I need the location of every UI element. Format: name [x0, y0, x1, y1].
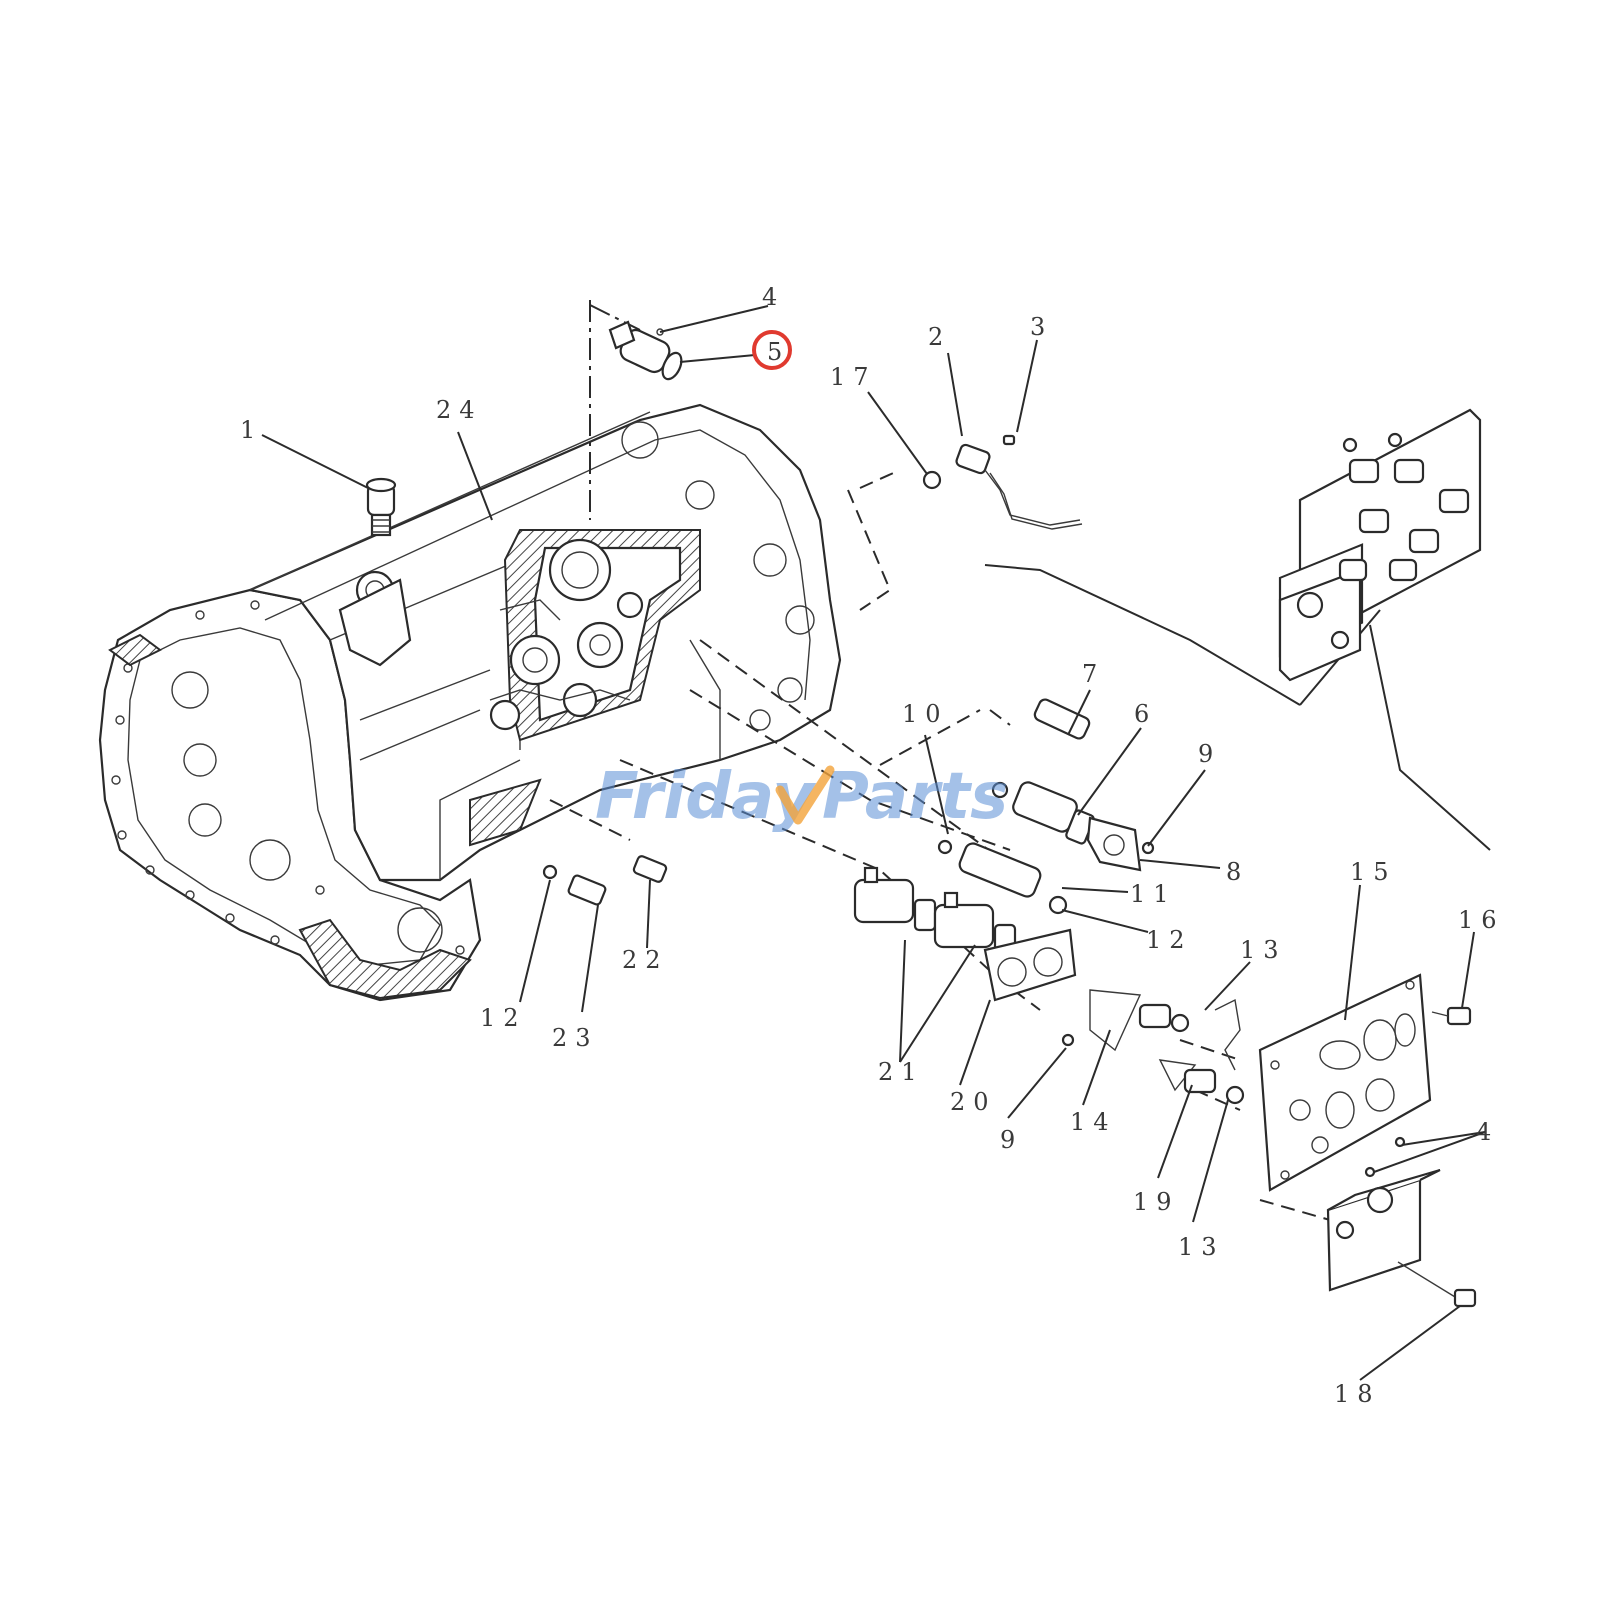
highlight-ring [752, 330, 792, 370]
callout-17: 17 [830, 363, 877, 391]
callout-6: 6 [1134, 700, 1157, 728]
callout-16: 16 [1458, 906, 1505, 934]
watermark-check-icon [775, 765, 835, 825]
part-5-solenoid [608, 320, 683, 381]
callout-21: 21 [878, 1058, 925, 1086]
callout-5: 5 [767, 338, 790, 366]
callout-7: 7 [1082, 660, 1105, 688]
valve-block-cartridges [1338, 432, 1470, 582]
watermark-text-b: Parts [822, 760, 1008, 834]
callout-18: 18 [1334, 1380, 1381, 1408]
callout-15: 15 [1350, 858, 1397, 886]
transmission-housing [98, 403, 842, 1002]
callout-8: 8 [1226, 858, 1249, 886]
part-15-cover-plate [1258, 973, 1432, 1192]
watermark-logo: Friday Parts [595, 760, 1008, 834]
part-4-screw-b [1364, 1166, 1376, 1178]
flange-bolt-holes [111, 600, 465, 955]
callout-2: 2 [928, 323, 951, 351]
valve-block-detail [1278, 408, 1482, 682]
callout-13-upper: 13 [1240, 936, 1287, 964]
callout-12-left: 12 [480, 1004, 527, 1032]
part-2-sensor [922, 434, 1083, 530]
callout-labels: 1 2 3 4 5 6 7 8 9 9 10 11 12 12 13 13 14… [240, 283, 1505, 1408]
part-14-19-fittings [1089, 989, 1245, 1105]
part-7-pin [1033, 698, 1091, 740]
callout-10: 10 [902, 700, 949, 728]
callout-11: 11 [1130, 880, 1177, 908]
callout-4-right: 4 [1476, 1118, 1499, 1146]
part-9-screw-lower [1061, 1033, 1075, 1047]
part-21-solenoids [853, 866, 1017, 957]
callout-22: 22 [622, 946, 669, 974]
part-18-block [1326, 1168, 1477, 1308]
callout-13-lower: 13 [1178, 1233, 1225, 1261]
leader-lines [261, 305, 1486, 1381]
callout-20: 20 [950, 1088, 997, 1116]
callout-12-right: 12 [1146, 926, 1193, 954]
valve-body-internals [489, 538, 644, 731]
callout-24: 24 [436, 396, 483, 424]
callout-1: 1 [240, 416, 263, 444]
callout-19: 19 [1133, 1188, 1180, 1216]
part-9-screw-upper [1141, 841, 1155, 855]
part-22-23-switches [542, 855, 668, 906]
callout-4-top: 4 [762, 283, 785, 311]
callout-14: 14 [1070, 1108, 1117, 1136]
callout-3: 3 [1030, 313, 1053, 341]
part-1-plug [365, 477, 397, 537]
part-8-gasket [1086, 816, 1142, 872]
callout-9-lower: 9 [1000, 1126, 1023, 1154]
part-20-plate [983, 928, 1077, 1002]
callout-9-upper: 9 [1198, 740, 1221, 768]
part-11-cartridge [937, 839, 1068, 915]
callout-23: 23 [552, 1024, 599, 1052]
part-16-bolt [1431, 1006, 1472, 1026]
